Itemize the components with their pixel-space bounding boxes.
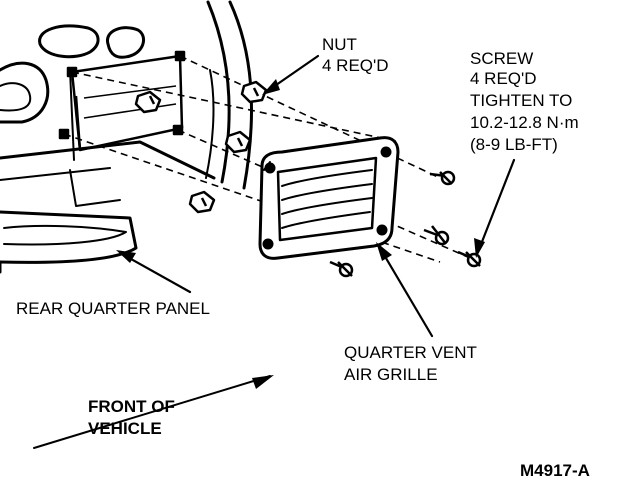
front-arrowhead [252, 375, 274, 389]
nut-arrowhead [262, 79, 280, 95]
screw-4 [329, 260, 354, 278]
nut-label-line-1: NUT [322, 35, 357, 54]
front-of-vehicle-line-1: FRONT OF [88, 397, 175, 416]
front-of-vehicle-line-2: VEHICLE [88, 419, 162, 438]
screw-3 [457, 250, 482, 268]
figure-id: M4917-A [520, 461, 590, 480]
screw-leader [476, 158, 516, 254]
screw-label: SCREW 4 REQ'D TIGHTEN TO 10.2-12.8 N·m (… [470, 49, 583, 154]
quarter-vent-label-line-1: QUARTER VENT [344, 343, 477, 362]
grille-leader [378, 246, 434, 338]
nut-group [134, 80, 268, 214]
screw-1 [429, 170, 456, 186]
panel-leader [120, 252, 192, 294]
nut-label: NUT 4 REQ'D [322, 35, 389, 75]
screw-2 [423, 225, 450, 246]
nut-3 [224, 130, 252, 154]
screw-label-line-2: 4 REQ'D [470, 69, 537, 88]
quarter-vent-label-line-2: AIR GRILLE [344, 365, 438, 384]
panel-arrowhead [116, 250, 136, 263]
screw-label-line-4: 10.2-12.8 N·m [470, 113, 579, 132]
panel-opening [58, 50, 186, 152]
screw-label-line-1: SCREW [470, 49, 533, 68]
screw-group [329, 170, 482, 278]
screw-label-line-3: TIGHTEN TO [470, 91, 572, 110]
screw-label-line-5: (8-9 LB-FT) [470, 135, 558, 154]
nut-1 [134, 90, 162, 114]
front-of-vehicle-label: FRONT OF VEHICLE [88, 397, 180, 438]
front-arrow-line [33, 375, 271, 449]
nut-label-line-2: 4 REQ'D [322, 56, 389, 75]
nut-2 [240, 80, 268, 104]
leader-lines [33, 54, 516, 449]
screw-arrowhead [474, 238, 485, 258]
quarter-vent-air-grille [258, 136, 400, 260]
rear-quarter-panel-drawing [0, 0, 254, 274]
quarter-vent-label: QUARTER VENT AIR GRILLE [344, 343, 481, 384]
rear-quarter-panel-label: REAR QUARTER PANEL [16, 299, 210, 318]
arrowheads [116, 79, 485, 389]
grille-arrowhead [376, 242, 392, 261]
nut-4 [188, 190, 216, 214]
